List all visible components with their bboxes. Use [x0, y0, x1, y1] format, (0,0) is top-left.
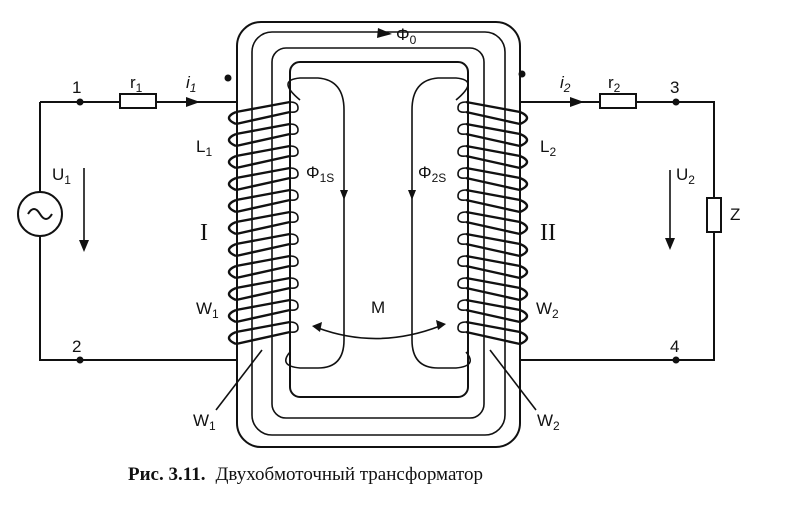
leakage-flux-2 [411, 77, 472, 369]
w2-leader [489, 349, 537, 411]
u1-label: U1 [52, 165, 71, 187]
phi2s-label: Φ2S [418, 163, 446, 185]
w1-leader [215, 349, 263, 411]
ac-source [17, 191, 63, 237]
left-winding [227, 100, 299, 346]
secondary-circuit [520, 93, 722, 364]
leakage-flux-1 [284, 77, 345, 369]
mutual-arrowhead-left [312, 322, 322, 332]
z-label: Z [730, 205, 740, 224]
primary-circuit [17, 93, 236, 364]
node-1-dot [76, 98, 84, 106]
node-3-label: 3 [670, 78, 679, 97]
u1-arrowhead [79, 240, 89, 252]
l2-label: L2 [540, 137, 556, 159]
node-3-dot [672, 98, 680, 106]
winding-1-label: I [200, 220, 208, 246]
node-4-label: 4 [670, 337, 679, 356]
phi1s-label: Φ1S [306, 163, 334, 185]
load-z [706, 197, 722, 233]
ac-source-wave [27, 208, 53, 220]
u2-label: U2 [676, 165, 695, 187]
node-1-label: 1 [72, 78, 81, 97]
l1-label: L1 [196, 137, 212, 159]
caption-prefix: Рис. 3.11. [128, 464, 205, 485]
i2-label: i2 [560, 73, 571, 95]
flux-path-inner [271, 47, 485, 419]
i2-arrow [570, 97, 584, 107]
phi0-label: Φ0 [396, 25, 417, 47]
i1-label: i1 [186, 73, 196, 95]
figure-caption: Рис. 3.11. Двухобмоточный трансформатор [128, 464, 483, 485]
mutual-arrow [317, 325, 441, 340]
phi0-arrow [377, 28, 392, 38]
phi2s-arrow [408, 190, 416, 200]
caption-text: Двухобмоточный трансформатор [215, 464, 483, 485]
polarity-dot-1 [224, 74, 232, 82]
w2-label-inner: W2 [536, 299, 559, 321]
node-4-dot [672, 356, 680, 364]
resistor-r2 [599, 93, 637, 109]
r2-label: r2 [608, 73, 621, 95]
mutual-arrowhead-right [436, 320, 446, 330]
phi1s-arrow [340, 190, 348, 200]
m-label: M [371, 298, 385, 317]
w1-label-inner: W1 [196, 299, 219, 321]
core-inner [289, 61, 469, 398]
u2-arrowhead [665, 238, 675, 250]
w1-label-outer: W1 [193, 411, 216, 433]
resistor-r1 [119, 93, 157, 109]
node-2-dot [76, 356, 84, 364]
right-winding [457, 100, 529, 346]
node-2-label: 2 [72, 337, 81, 356]
r1-label: r1 [130, 73, 143, 95]
polarity-dot-2 [518, 70, 526, 78]
i1-arrow [186, 97, 200, 107]
core-outer [236, 21, 521, 448]
w2-label-outer: W2 [537, 411, 560, 433]
winding-2-label: II [540, 220, 556, 246]
